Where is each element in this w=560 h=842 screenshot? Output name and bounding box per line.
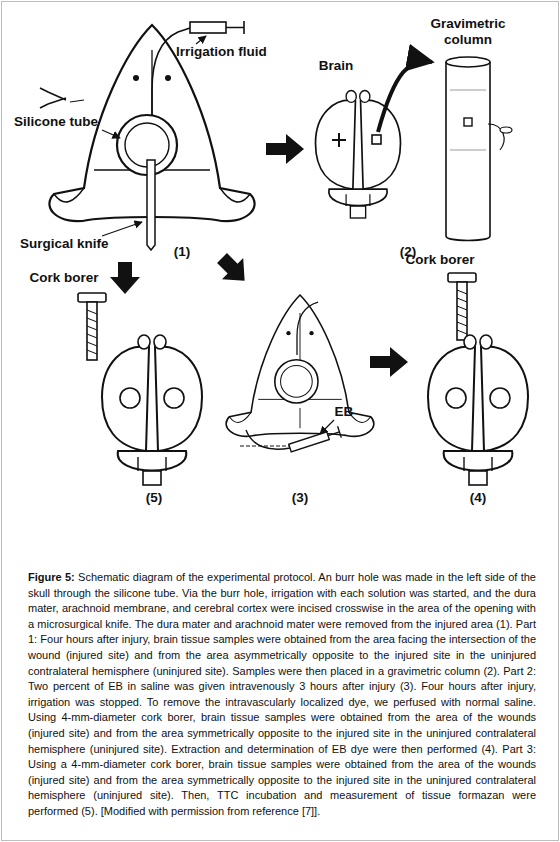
- panel-number: (1): [174, 244, 191, 260]
- part-label: Brain: [319, 58, 354, 74]
- part-label: EB: [335, 404, 354, 420]
- brain-panel-5: [78, 293, 202, 485]
- part-label: Cork borer: [29, 270, 98, 286]
- panel-number: (3): [292, 490, 309, 506]
- panel-number: (5): [146, 490, 163, 506]
- part-label: Gravimetric column: [418, 16, 518, 47]
- part-label: Surgical knife: [20, 236, 109, 252]
- figure-caption: Figure 5: Schematic diagram of the exper…: [28, 570, 536, 820]
- brain-panel-4: [428, 273, 528, 485]
- panel-number: (4): [470, 490, 487, 506]
- part-label: Cork borer: [405, 252, 474, 268]
- part-label: Irrigation fluid: [176, 44, 267, 60]
- part-label: Silicone tube: [14, 114, 98, 130]
- rat-head-panel-3: [226, 295, 374, 454]
- brain-panel-2: [316, 57, 513, 241]
